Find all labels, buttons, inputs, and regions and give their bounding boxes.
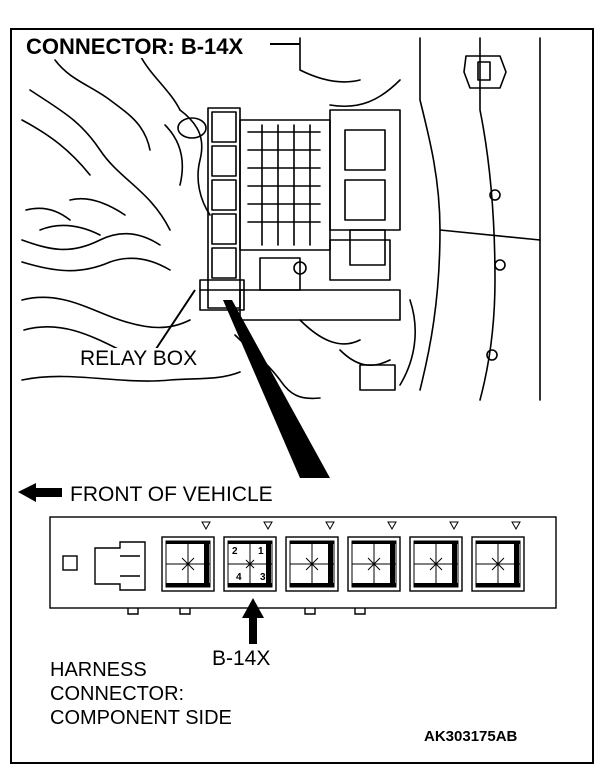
page-title: CONNECTOR: B-14X: [24, 34, 246, 59]
harness-caption: HARNESS CONNECTOR: COMPONENT SIDE: [50, 658, 232, 730]
harness-line-1: HARNESS: [50, 659, 147, 681]
connector-cavity: [223, 521, 277, 592]
connector-cavity: [347, 521, 401, 592]
connector-cavity: [471, 521, 525, 592]
front-arrow-icon: [18, 483, 62, 502]
pin-label-3: 3: [260, 572, 266, 583]
figure-code: AK303175AB: [424, 728, 518, 745]
connector-cavity: [285, 521, 339, 592]
connector-cavity: [161, 521, 215, 592]
callout-wedge: [223, 300, 330, 478]
pin-label-1: 1: [258, 546, 264, 557]
harness-connector: [49, 516, 557, 615]
pin-label-2: 2: [232, 546, 238, 557]
harness-line-3: COMPONENT SIDE: [50, 707, 232, 729]
harness-line-2: CONNECTOR:: [50, 683, 185, 705]
relay-box-label: RELAY BOX: [78, 347, 200, 370]
connector-label: B-14X: [212, 647, 271, 670]
pin-label-4: 4: [236, 572, 242, 583]
connector-arrow-icon: [242, 598, 264, 644]
front-of-vehicle-label: FRONT OF VEHICLE: [70, 483, 273, 506]
connector-cavity: [409, 521, 463, 592]
